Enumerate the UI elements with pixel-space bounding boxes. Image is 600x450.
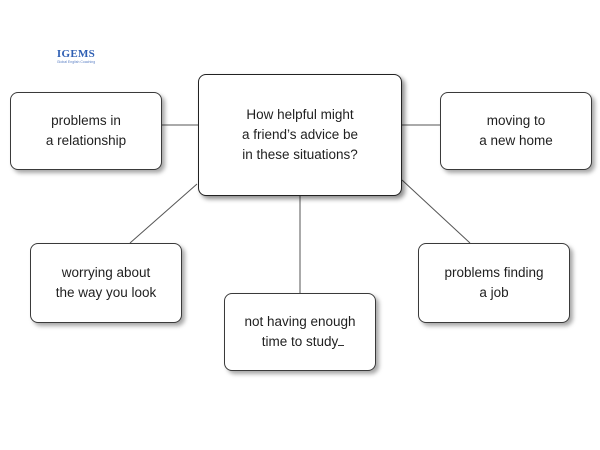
situation-box-relationship: problems in a relationship: [10, 92, 162, 170]
situation-text: worrying about: [61, 265, 151, 280]
central-question-line: in these situations?: [242, 147, 358, 162]
situation-text: moving to: [486, 113, 546, 128]
connector-job: [401, 179, 471, 244]
situation-box-study: not having enough time to study: [224, 293, 376, 371]
igems-logo: IGEMS Global English Coaching: [46, 48, 106, 65]
connector-looks: [129, 183, 198, 244]
logo-name: IGEMS: [56, 48, 96, 60]
logo-tagline: Global English Coaching: [56, 60, 96, 64]
situation-text: a relationship: [45, 133, 127, 148]
stray-mark: [338, 345, 344, 346]
situation-text: not having enough: [244, 314, 356, 329]
central-question-line: a friend’s advice be: [241, 127, 359, 142]
situation-text: the way you look: [55, 285, 157, 300]
situation-text: a new home: [479, 133, 553, 148]
situation-text: problems finding: [444, 265, 544, 280]
situation-text: problems in: [51, 113, 121, 128]
situation-box-moving: moving to a new home: [440, 92, 592, 170]
situation-text: time to study: [261, 334, 339, 349]
central-question-box: How helpful might a friend’s advice be i…: [198, 74, 402, 196]
situation-box-job: problems finding a job: [418, 243, 570, 323]
situation-box-looks: worrying about the way you look: [30, 243, 182, 323]
central-question-line: How helpful might: [246, 107, 354, 122]
situation-text: a job: [479, 285, 509, 300]
